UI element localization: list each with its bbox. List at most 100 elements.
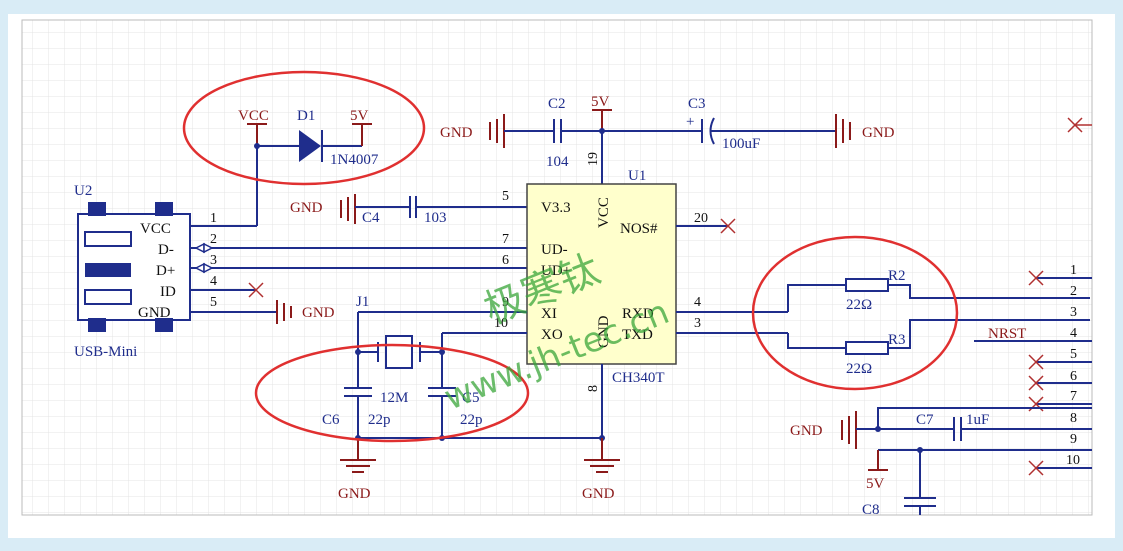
c8-ref: C8 (862, 502, 880, 518)
u1-pin-num: 5 (502, 189, 509, 204)
u2-tab (88, 202, 106, 216)
vcc-label: VCC (238, 108, 269, 124)
u1-pin-num: 4 (694, 295, 701, 310)
crystal-network[interactable]: J1 12M C6 22p C5 22p (322, 294, 605, 460)
c4-ref: C4 (362, 210, 380, 226)
u1-pin-name: XI (541, 306, 557, 322)
c8-capacitor[interactable]: 5V C8 (862, 447, 1092, 518)
no-connect-right-top (1067, 117, 1092, 133)
u1-pin-num: 7 (502, 232, 509, 247)
u1-pin-num: 6 (502, 253, 509, 268)
u1-pin-num: 19 (586, 152, 601, 166)
r2-ref: R2 (888, 268, 906, 284)
c3-capacitor[interactable]: + C3 100uF GND (686, 96, 895, 152)
gnd-label: GND (582, 486, 615, 502)
u2-slot (84, 231, 132, 247)
u1-pin-num: 9 (502, 295, 509, 310)
c4-value: 103 (424, 210, 447, 226)
u2-tab (88, 318, 106, 332)
header-pin-num: 6 (1070, 369, 1077, 384)
u2-pin-name: VCC (140, 221, 171, 237)
u1-pin-name: NOS# (620, 221, 658, 237)
c3-value: 100uF (722, 136, 760, 152)
u1-pin-num: 20 (694, 211, 708, 226)
u1-pin-name: VCC (596, 197, 612, 228)
gnd-label: GND (302, 305, 335, 321)
r3-resistor[interactable]: R3 22Ω (787, 319, 1090, 377)
c7-value: 1uF (966, 412, 989, 428)
u1-pin-name: XO (541, 327, 563, 343)
u2-pin-name: D- (158, 242, 174, 258)
d1-diode[interactable]: D1 1N4007 VCC 5V (238, 108, 379, 168)
u1-pin-name: UD+ (541, 263, 571, 279)
d1-ref: D1 (297, 108, 315, 124)
u1-pin-name: RXD (622, 306, 654, 322)
u2-ref: U2 (74, 183, 92, 199)
u1-pin-name: V3.3 (541, 200, 571, 216)
header-pin-num: 7 (1070, 389, 1077, 404)
header-pin-num: 1 (1070, 263, 1077, 278)
no-connect-id (248, 282, 264, 298)
c2-value: 104 (546, 154, 569, 170)
u2-pin-num: 4 (210, 274, 217, 289)
r2-value: 22Ω (846, 297, 872, 313)
gnd-symbol-u2 (276, 300, 292, 324)
r2-resistor[interactable]: R2 22Ω (787, 268, 1090, 313)
highlight-ellipse-resistors (751, 235, 959, 391)
gnd-label: GND (440, 125, 473, 141)
u2-slot (84, 289, 132, 305)
highlight-ellipse-diode (182, 70, 426, 186)
u1-pin-num: 10 (494, 316, 508, 331)
header-pin-num: 3 (1070, 305, 1077, 320)
u2-pin-name: D+ (156, 263, 175, 279)
c6-value: 22p (368, 412, 391, 428)
v5-label: 5V (591, 94, 610, 110)
u1-pin-name: UD- (541, 242, 568, 258)
header-pin-num: 8 (1070, 411, 1077, 426)
c5-value: 22p (460, 412, 483, 428)
u2-pin-num: 2 (210, 232, 217, 247)
u2-name: USB-Mini (74, 344, 137, 360)
gnd-label: GND (290, 200, 323, 216)
c5-ref: C5 (462, 390, 480, 406)
nrst-label: NRST (988, 326, 1026, 342)
u1-right-wires (601, 225, 788, 438)
u2-pin-num: 1 (210, 211, 217, 226)
u1-pin-name: TXD (622, 327, 653, 343)
u2-slot (85, 263, 131, 277)
u2-usb-mini[interactable]: U2 USB-Mini VCC D- D+ ID GND 1 2 3 4 5 (74, 183, 217, 360)
r3-value: 22Ω (846, 361, 872, 377)
c7-capacitor[interactable]: C7 1uF GND (790, 407, 1092, 449)
gnd-label: GND (862, 125, 895, 141)
header-pin-num: 10 (1066, 453, 1080, 468)
c3-polarity: + (686, 114, 694, 130)
header-connector: NRST 1 2 3 4 5 6 7 8 9 10 (974, 263, 1092, 476)
u2-wires (190, 146, 527, 313)
r3-ref: R3 (888, 332, 906, 348)
no-connect-nos (720, 218, 736, 234)
u1-ref: U1 (628, 168, 646, 184)
c2-ref: C2 (548, 96, 566, 112)
header-pin-num: 9 (1070, 432, 1077, 447)
c2-capacitor[interactable]: C2 104 GND (440, 96, 702, 170)
u2-tab (155, 318, 173, 332)
u2-pin-num: 5 (210, 295, 217, 310)
u2-io-arrows (194, 242, 214, 274)
header-pin-num: 2 (1070, 284, 1077, 299)
highlight-ellipse-crystal (254, 343, 530, 443)
header-pin-num: 5 (1070, 347, 1077, 362)
c4-capacitor[interactable]: C4 103 GND (290, 194, 527, 226)
u2-pin-name: GND (138, 305, 171, 321)
gnd-label: GND (338, 486, 371, 502)
c6-ref: C6 (322, 412, 340, 428)
j1-value: 12M (380, 390, 408, 406)
u1-name: CH340T (612, 370, 665, 386)
u1-pin-name: GND (596, 315, 612, 348)
c7-ref: C7 (916, 412, 934, 428)
u1-pin-num: 3 (694, 316, 701, 331)
v5-rail-u1: 5V (591, 94, 612, 184)
v5-label: 5V (350, 108, 369, 124)
u1-ch340t[interactable]: U1 CH340T V3.3 UD- UD+ XI XO NOS# RXD TX… (494, 152, 708, 392)
